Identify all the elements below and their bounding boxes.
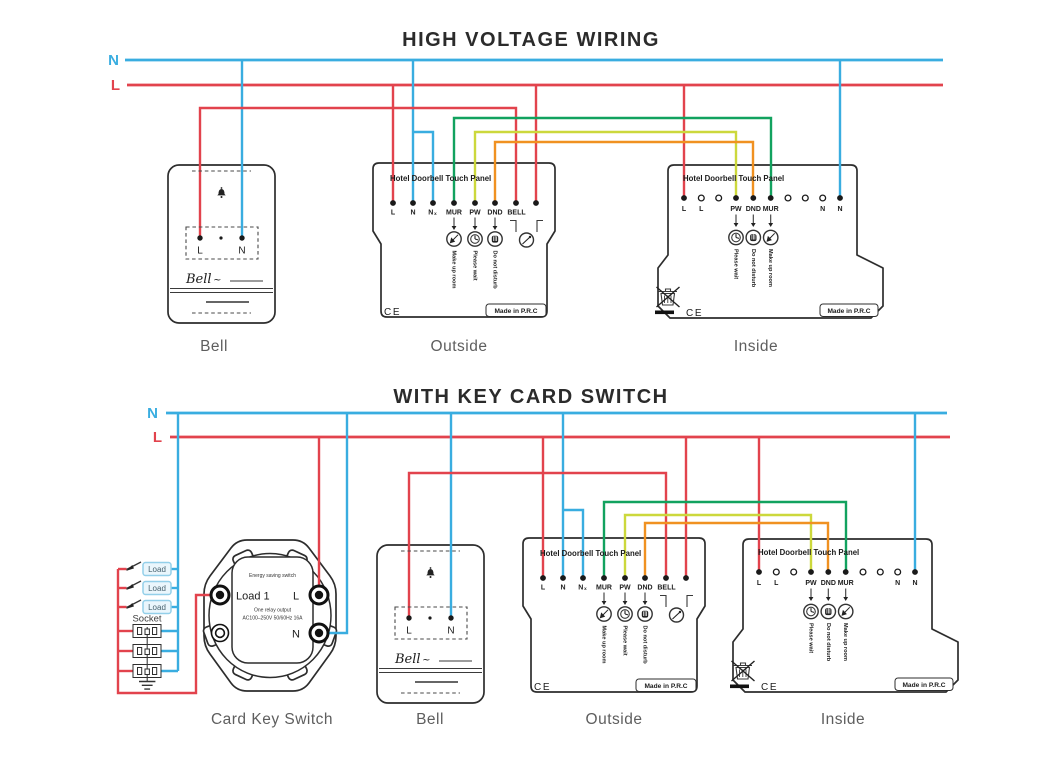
load-boxes: Load Load Load [142, 561, 172, 615]
do-not-disturb-label: Do not disturb [750, 249, 756, 288]
bell-output-icon [510, 219, 543, 248]
made-in-label: Made in P.R.C [494, 308, 537, 315]
pw-signal-wire [473, 130, 738, 203]
make-up-room-icon [762, 229, 779, 246]
socket-symbols [132, 624, 162, 681]
energy-saving-label: Energy saving switch [249, 573, 296, 579]
caption-bell: Bell [416, 711, 444, 728]
load-box-label: Load [148, 603, 166, 612]
bell-output-wire [407, 471, 668, 618]
caption-card-key-switch: Card Key Switch [211, 711, 333, 728]
inside-panel: Hotel Doorbell Touch Panel L L PW DND MU… [655, 174, 879, 319]
panel-title: Hotel Doorbell Touch Panel [390, 174, 491, 183]
caption-outside: Outside [431, 338, 488, 355]
bell-l-terminal [197, 235, 203, 241]
ce-mark: CE [686, 308, 703, 319]
load-box-label: Load [148, 584, 166, 593]
section-title: HIGH VOLTAGE WIRING [402, 29, 660, 51]
wires-bottom-section [116, 411, 950, 695]
card-key-switch-body [202, 539, 338, 692]
terminal-mur: MUR [763, 206, 779, 213]
make-up-room-icon [446, 231, 462, 247]
card-key-switch: Energy saving switch Load 1 L One relay … [209, 573, 330, 644]
ground-icon [139, 680, 156, 690]
live-bus-label: L [111, 77, 120, 94]
section-title: WITH KEY CARD SWITCH [393, 386, 668, 408]
terminal-pw: PW [469, 210, 481, 217]
pw-signal-wire [623, 513, 813, 578]
terminal-l1: L [682, 206, 687, 213]
l-label: L [293, 591, 299, 603]
live-bus-label: L [153, 429, 162, 446]
outside-panel-body [372, 162, 556, 318]
bell-brand-script: Bell~ [185, 272, 221, 287]
bell-n-terminal [239, 235, 245, 241]
terminal-pw: PW [730, 206, 742, 213]
caption-inside: Inside [734, 338, 778, 355]
bell-n-label: N [238, 246, 245, 257]
terminal-nx: Nx [428, 210, 437, 217]
mur-signal-wire [452, 116, 773, 203]
do-not-disturb-icon [487, 231, 503, 247]
relay-line1: One relay output [254, 608, 292, 614]
panel-title: Hotel Doorbell Touch Panel [683, 174, 784, 183]
mur-signal-wire [602, 500, 848, 578]
please-wait-icon [467, 231, 483, 247]
terminal-l2: L [699, 206, 704, 213]
load1-label: Load 1 [236, 591, 270, 603]
section-key-card-switch: Energy saving switch Load 1 L One relay … [116, 386, 959, 728]
terminal-l: L [391, 210, 396, 217]
section-high-voltage: L N Bell~ Hotel Doorbell Touch Panel L N… [108, 29, 943, 355]
load-socket-cluster: Load Load Load Socket [126, 561, 172, 690]
card-neutral-wire [329, 413, 349, 635]
bell-device: L N Bell~ [170, 170, 273, 314]
dnd-signal-wire [493, 140, 755, 203]
neutral-bus-label: N [147, 405, 158, 422]
made-in-label: Made in P.R.C [827, 308, 870, 315]
neutral-bus-label: N [108, 52, 119, 69]
outside-panel-body [522, 537, 706, 693]
terminal-n2: N [837, 206, 842, 213]
please-wait-label: Please wait [733, 249, 739, 279]
terminal-n: N [410, 210, 415, 217]
weee-bin-icon [655, 286, 680, 315]
wires-top-section [125, 58, 943, 238]
socket-label: Socket [132, 614, 161, 625]
switch-symbols [126, 561, 142, 609]
terminal-n1: N [820, 206, 825, 213]
terminal-bell: BELL [507, 210, 526, 217]
make-up-room-label: Make up room [451, 251, 457, 289]
terminal-dnd: DND [487, 210, 502, 217]
load-box-label: Load [148, 565, 166, 574]
please-wait-icon [728, 229, 744, 246]
do-not-disturb-icon [745, 229, 762, 246]
outside-nx-jumper [413, 130, 435, 203]
bell-device-body [167, 164, 276, 324]
n-label: N [292, 629, 300, 641]
caption-inside: Inside [821, 711, 865, 728]
make-up-room-label: Make up room [767, 249, 773, 287]
do-not-disturb-label: Do not disturb [492, 251, 498, 290]
bell-output-wire [198, 106, 518, 238]
inside-panel-body [657, 164, 884, 319]
please-wait-label: Please wait [472, 251, 478, 281]
terminal-mur: MUR [446, 210, 462, 217]
relay-line2: AC100–250V 50/60Hz 16A [242, 616, 303, 622]
bell-icon [217, 189, 226, 196]
terminal-dnd: DND [746, 206, 761, 213]
outside-panel: Hotel Doorbell Touch Panel L N Nx MUR PW… [384, 174, 547, 318]
caption-outside: Outside [586, 711, 643, 728]
bell-l-label: L [197, 246, 203, 257]
ce-mark: CE [384, 307, 401, 318]
caption-bell: Bell [200, 338, 228, 355]
